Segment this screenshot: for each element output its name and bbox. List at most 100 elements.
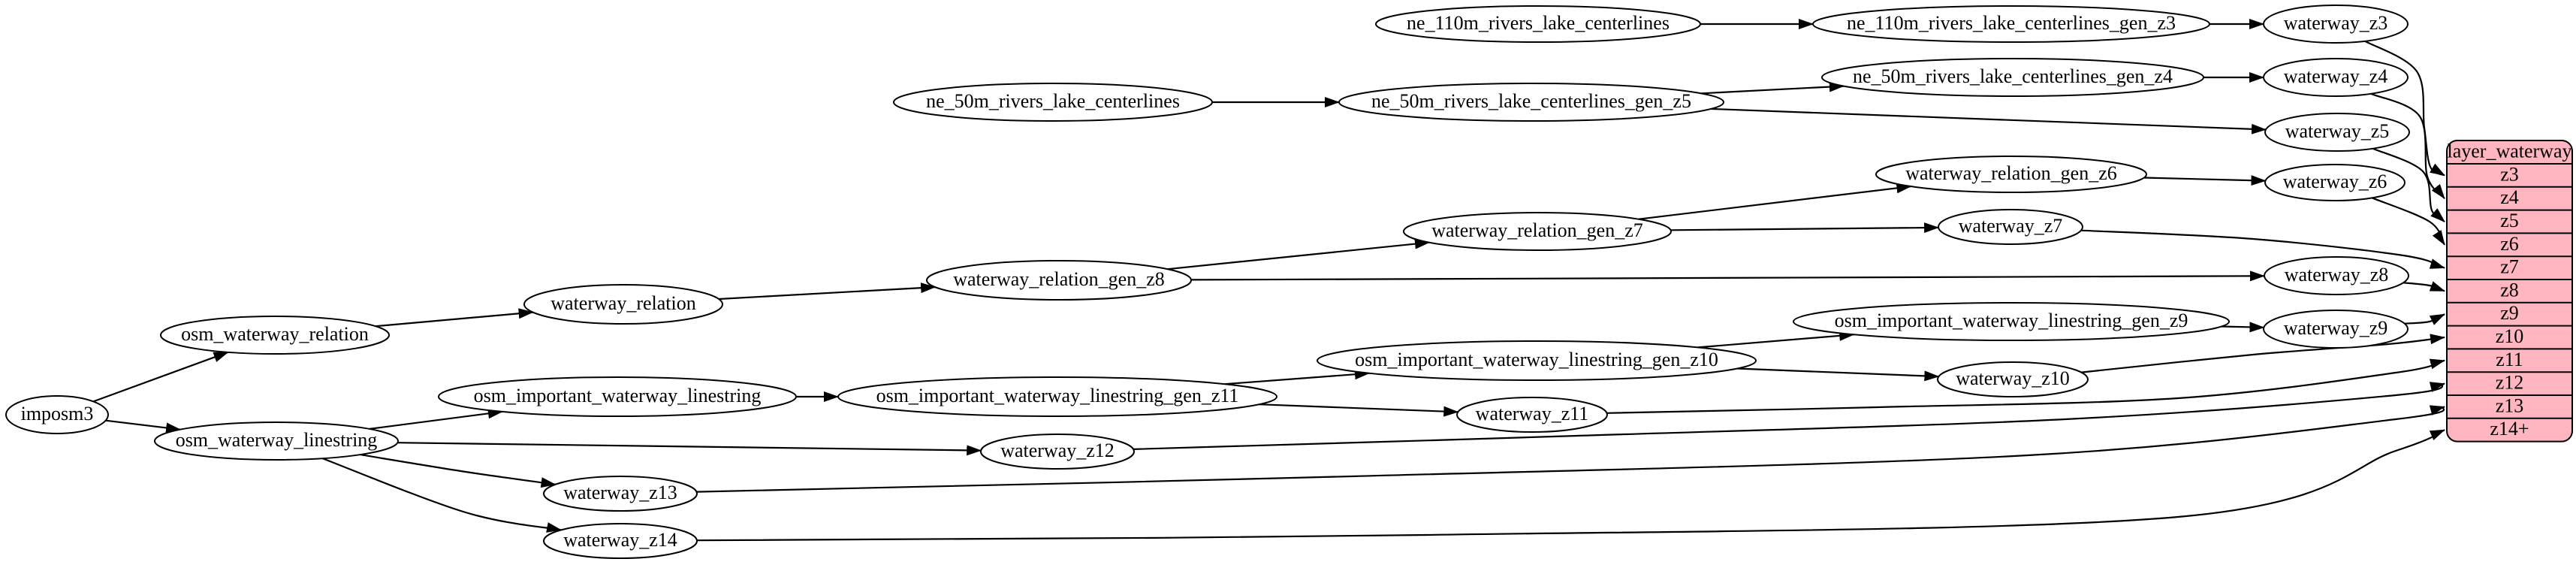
node-ellipse-waterway_z12 — [980, 434, 1135, 470]
node-ellipse-osm_important_waterway_linestring_gen_z9 — [1793, 302, 2230, 341]
table-row-z8: z8 — [2500, 279, 2519, 301]
edge-waterway_z5-to-layer_waterway-z5 — [2372, 147, 2445, 222]
edge-osm_important_waterway_linestring_gen_z11-to-osm_important_waterway_linestring_gen_z10 — [1224, 369, 1370, 385]
node-osm_waterway_linestring: osm_waterway_linestring — [154, 421, 399, 461]
node-label-waterway_z4: waterway_z4 — [2284, 65, 2388, 87]
node-label-imposm3: imposm3 — [21, 403, 94, 425]
edge-waterway_z6-to-layer_waterway-z6 — [2371, 197, 2445, 246]
node-ellipse-osm_waterway_linestring — [154, 421, 399, 461]
node-ellipse-waterway_z13 — [543, 476, 698, 512]
node-label-waterway_relation_gen_z6: waterway_relation_gen_z6 — [1905, 162, 2117, 184]
node-label-waterway_z11: waterway_z11 — [1476, 403, 1589, 425]
node-label-ne_50m_rivers_lake_centerlines_gen_z4: ne_50m_rivers_lake_centerlines_gen_z4 — [1853, 65, 2173, 87]
edge-waterway_z10-to-layer_waterway-z10 — [2081, 334, 2445, 373]
node-ne_50m_rivers_lake_centerlines_gen_z5: ne_50m_rivers_lake_centerlines_gen_z5 — [1338, 83, 1724, 122]
node-label-waterway_z3: waterway_z3 — [2284, 12, 2388, 34]
node-label-osm_important_waterway_linestring: osm_important_waterway_linestring — [474, 385, 762, 406]
node-label-osm_important_waterway_linestring_gen_z11: osm_important_waterway_linestring_gen_z1… — [876, 385, 1239, 406]
node-label-osm_waterway_linestring: osm_waterway_linestring — [176, 429, 378, 451]
node-ellipse-osm_important_waterway_linestring_gen_z11 — [837, 376, 1277, 417]
edge-imposm3-to-osm_waterway_relation — [92, 351, 229, 403]
node-osm_important_waterway_linestring_gen_z11: osm_important_waterway_linestring_gen_z1… — [837, 376, 1277, 417]
node-ellipse-waterway_relation_gen_z7 — [1403, 212, 1672, 251]
node-ellipse-waterway_z14 — [543, 523, 698, 559]
node-ne_110m_rivers_lake_centerlines_gen_z3: ne_110m_rivers_lake_centerlines_gen_z3 — [1812, 5, 2210, 43]
table-row-z7: z7 — [2500, 256, 2519, 278]
node-ellipse-imposm3 — [5, 395, 109, 434]
table-row-z9: z9 — [2500, 302, 2519, 324]
node-waterway_z6: waterway_z6 — [2264, 164, 2406, 201]
table-row-z12: z12 — [2496, 372, 2524, 394]
node-osm_important_waterway_linestring_gen_z10: osm_important_waterway_linestring_gen_z1… — [1317, 340, 1757, 381]
node-ellipse-osm_important_waterway_linestring_gen_z10 — [1317, 340, 1757, 381]
table-row-z14+: z14+ — [2490, 418, 2529, 440]
node-waterway_z4: waterway_z4 — [2263, 58, 2409, 97]
node-waterway_z8: waterway_z8 — [2264, 256, 2409, 295]
node-ellipse-waterway_z4 — [2263, 58, 2409, 97]
edge-waterway_relation_gen_z8-to-waterway_z8 — [1190, 270, 2265, 282]
node-label-waterway_relation_gen_z8: waterway_relation_gen_z8 — [953, 268, 1165, 290]
edge-waterway_relation_gen_z7-to-waterway_relation_gen_z6 — [1638, 183, 1912, 220]
node-label-waterway_z8: waterway_z8 — [2285, 264, 2389, 286]
edge-waterway_z9-to-layer_waterway-z9 — [2404, 313, 2445, 325]
node-ne_110m_rivers_lake_centerlines: ne_110m_rivers_lake_centerlines — [1375, 5, 1701, 43]
edge-waterway_relation-to-waterway_relation_gen_z8 — [719, 282, 937, 301]
node-label-waterway_z10: waterway_z10 — [1956, 367, 2070, 389]
edge-waterway_z14-to-layer_waterway-z14+ — [696, 429, 2445, 542]
node-ellipse-waterway_relation — [523, 284, 723, 325]
edge-waterway_relation_gen_z8-to-waterway_relation_gen_z7 — [1167, 238, 1430, 270]
node-label-osm_important_waterway_linestring_gen_z10: osm_important_waterway_linestring_gen_z1… — [1355, 349, 1718, 370]
node-label-osm_waterway_relation: osm_waterway_relation — [181, 323, 369, 345]
table-row-z3: z3 — [2500, 163, 2519, 185]
node-imposm3: imposm3 — [5, 395, 109, 434]
table-layer_waterway: layer_waterwayz3z4z5z6z7z8z9z10z11z12z13… — [2446, 140, 2573, 443]
node-label-ne_110m_rivers_lake_centerlines_gen_z3: ne_110m_rivers_lake_centerlines_gen_z3 — [1847, 12, 2176, 34]
node-ellipse-waterway_z9 — [2263, 310, 2409, 349]
node-ellipse-waterway_z7 — [1938, 209, 2083, 245]
edge-waterway_z8-to-layer_waterway-z8 — [2403, 281, 2445, 292]
edge-osm_waterway_relation-to-waterway_relation — [375, 308, 534, 328]
node-ellipse-ne_50m_rivers_lake_centerlines — [893, 83, 1213, 122]
node-label-ne_110m_rivers_lake_centerlines: ne_110m_rivers_lake_centerlines — [1407, 12, 1670, 34]
node-label-waterway_z9: waterway_z9 — [2284, 317, 2388, 339]
table-row-z10: z10 — [2496, 325, 2524, 347]
node-label-waterway_z13: waterway_z13 — [563, 482, 677, 503]
node-osm_important_waterway_linestring: osm_important_waterway_linestring — [438, 376, 797, 417]
edges — [92, 19, 2445, 542]
node-label-waterway_z5: waterway_z5 — [2285, 120, 2390, 142]
node-ellipse-waterway_z6 — [2264, 164, 2406, 201]
node-label-ne_50m_rivers_lake_centerlines: ne_50m_rivers_lake_centerlines — [926, 90, 1180, 112]
edge-waterway_relation_gen_z6-to-waterway_z6 — [2143, 175, 2267, 186]
node-ellipse-waterway_z8 — [2264, 256, 2409, 295]
edge-waterway_relation_gen_z7-to-waterway_z7 — [1670, 222, 1940, 234]
node-ne_50m_rivers_lake_centerlines: ne_50m_rivers_lake_centerlines — [893, 83, 1213, 122]
node-ellipse-waterway_z3 — [2263, 5, 2409, 44]
edge-waterway_z7-to-layer_waterway-z7 — [2080, 229, 2445, 269]
edge-waterway_z4-to-layer_waterway-z4 — [2370, 92, 2445, 199]
table-body — [2446, 140, 2573, 443]
edge-ne_50m_rivers_lake_centerlines_gen_z5-to-waterway_z5 — [1711, 107, 2267, 134]
node-osm_important_waterway_linestring_gen_z9: osm_important_waterway_linestring_gen_z9 — [1793, 302, 2230, 341]
table-row-z13: z13 — [2496, 394, 2524, 416]
node-waterway_relation: waterway_relation — [523, 284, 723, 325]
node-osm_waterway_relation: osm_waterway_relation — [160, 316, 390, 355]
node-waterway_z13: waterway_z13 — [543, 476, 698, 512]
table-row-z4: z4 — [2500, 186, 2519, 208]
table-row-z11: z11 — [2496, 349, 2523, 370]
node-label-ne_50m_rivers_lake_centerlines_gen_z5: ne_50m_rivers_lake_centerlines_gen_z5 — [1371, 90, 1691, 112]
node-ellipse-ne_50m_rivers_lake_centerlines_gen_z4 — [1821, 58, 2204, 97]
node-label-waterway_z12: waterway_z12 — [1000, 440, 1115, 461]
edge-osm_waterway_linestring-to-osm_important_waterway_linestring — [369, 408, 503, 430]
node-ellipse-waterway_relation_gen_z8 — [926, 260, 1192, 301]
node-label-waterway_relation_gen_z7: waterway_relation_gen_z7 — [1431, 219, 1643, 241]
node-ellipse-waterway_z11 — [1456, 397, 1608, 433]
node-label-waterway_relation: waterway_relation — [550, 292, 695, 314]
node-waterway_relation_gen_z8: waterway_relation_gen_z8 — [926, 260, 1192, 301]
node-ellipse-ne_110m_rivers_lake_centerlines_gen_z3 — [1812, 5, 2210, 43]
node-ellipse-osm_waterway_relation — [160, 316, 390, 355]
node-waterway_z3: waterway_z3 — [2263, 5, 2409, 44]
node-ne_50m_rivers_lake_centerlines_gen_z4: ne_50m_rivers_lake_centerlines_gen_z4 — [1821, 58, 2204, 97]
node-waterway_relation_gen_z7: waterway_relation_gen_z7 — [1403, 212, 1672, 251]
